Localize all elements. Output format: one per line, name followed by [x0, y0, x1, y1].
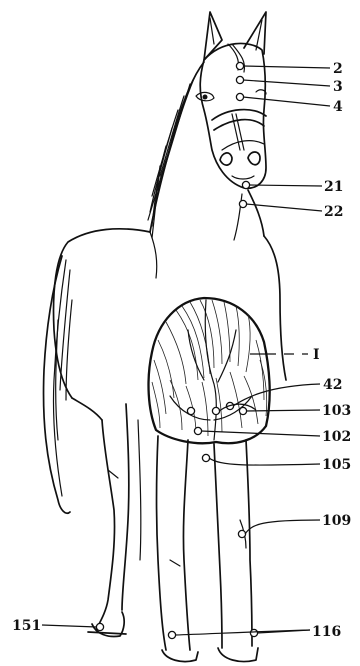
label-151: 151	[12, 618, 41, 634]
label-3: 3	[333, 79, 343, 95]
point-103b	[212, 407, 219, 414]
label-2: 2	[333, 61, 343, 77]
point-151	[96, 623, 103, 630]
point-4	[236, 93, 243, 100]
horse-outline	[44, 12, 286, 662]
leader-lines	[42, 66, 330, 635]
label-21: 21	[324, 179, 343, 195]
label-I: I	[313, 347, 320, 363]
chest-muscle-panel	[149, 298, 270, 443]
point-103a	[187, 407, 194, 414]
label-109: 109	[322, 513, 351, 529]
label-22: 22	[324, 204, 343, 220]
label-4: 4	[333, 99, 343, 115]
acupoint-markers	[96, 62, 257, 638]
point-21	[242, 181, 249, 188]
point-116b	[250, 629, 257, 636]
point-109	[238, 530, 245, 537]
point-103c	[239, 407, 246, 414]
label-42: 42	[323, 377, 342, 393]
label-116: 116	[312, 624, 341, 640]
label-102: 102	[322, 429, 351, 445]
point-102	[194, 427, 201, 434]
point-2	[236, 62, 243, 69]
label-105: 105	[322, 457, 351, 473]
label-103: 103	[322, 403, 351, 419]
point-3	[236, 76, 243, 83]
point-105	[202, 454, 209, 461]
point-116a	[168, 631, 175, 638]
point-22	[239, 200, 246, 207]
